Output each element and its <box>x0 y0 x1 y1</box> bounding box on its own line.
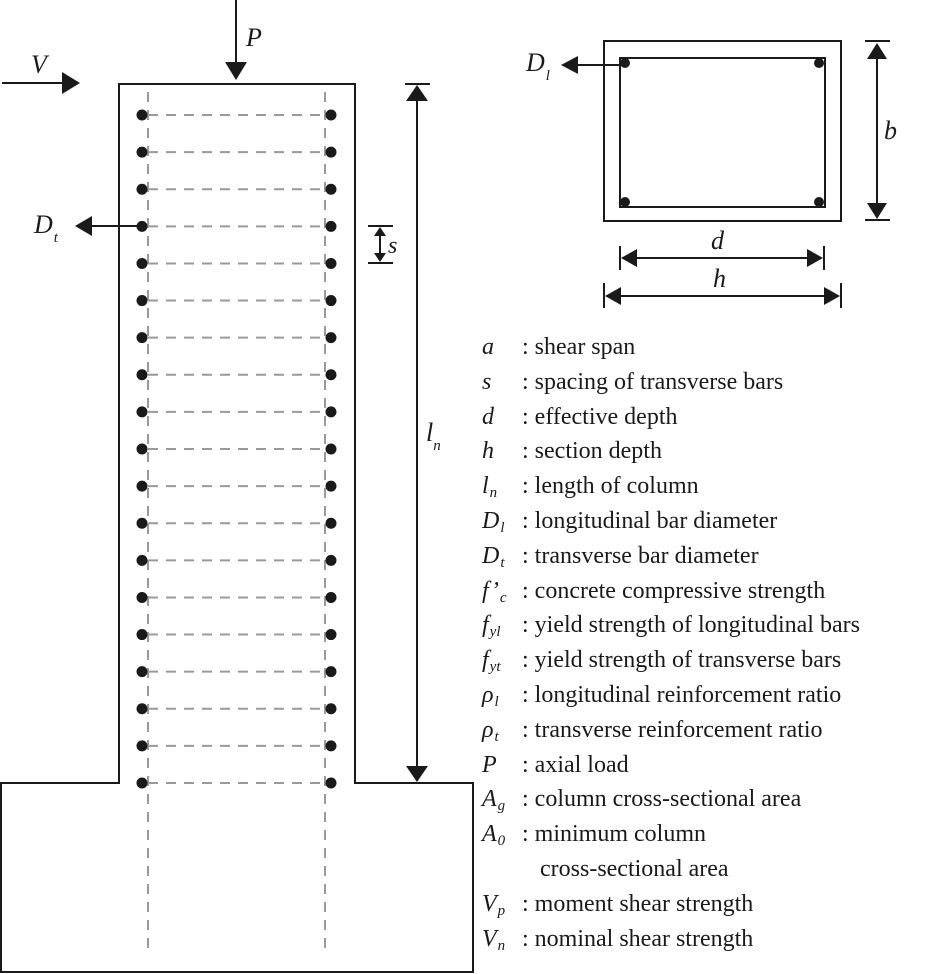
shear-load-arrow <box>2 72 80 94</box>
bar-dot <box>325 109 337 121</box>
legend-description: : shear span <box>522 334 636 360</box>
transverse-bar-label: Dt <box>33 210 59 246</box>
legend-description: : spacing of transverse bars <box>522 368 784 395</box>
section-depth-dimension <box>603 283 842 308</box>
legend-symbol: fyl <box>482 612 501 641</box>
legend-symbol: A0 <box>482 821 506 850</box>
legend-description: : axial load <box>522 751 629 778</box>
transverse-ties <box>136 109 337 789</box>
bar-dot <box>325 183 337 195</box>
bar-dot <box>136 554 148 566</box>
legend-symbol: ρt <box>482 716 499 745</box>
bar-dot <box>136 332 148 344</box>
spacing-dimension <box>368 225 393 264</box>
legend-description: : length of column <box>522 473 699 500</box>
legend-symbol: a <box>482 334 494 360</box>
legend-symbol: Vn <box>482 925 506 954</box>
bar-dot <box>325 666 337 678</box>
bar-dot <box>325 591 337 603</box>
legend-symbol: h <box>482 438 494 465</box>
effective-depth-label: d <box>711 226 725 255</box>
column-length-dimension <box>405 83 430 784</box>
legend-symbol: Ag <box>482 786 506 815</box>
corner-bar <box>620 58 630 68</box>
legend-symbol: d <box>482 403 494 430</box>
bar-dot <box>136 591 148 603</box>
column-length-label: ln <box>426 418 441 454</box>
longitudinal-bar-leader <box>561 56 625 74</box>
section-outer <box>603 40 842 222</box>
bar-dot <box>325 257 337 269</box>
bar-dot <box>325 295 337 307</box>
bar-dot <box>325 369 337 381</box>
legend-symbol: ln <box>482 473 498 502</box>
legend-symbol: Dl <box>482 507 505 536</box>
bar-dot <box>325 703 337 715</box>
bar-dot <box>136 183 148 195</box>
effective-depth-dimension <box>619 246 825 270</box>
bar-dot <box>136 517 148 529</box>
legend-description: : longitudinal reinforcement ratio <box>522 681 842 708</box>
bar-dot <box>325 777 337 789</box>
bar-dot <box>325 517 337 529</box>
section-width-dimension <box>865 40 890 221</box>
legend-symbol: Vp <box>482 890 506 919</box>
longitudinal-bar-label: Dl <box>525 48 550 84</box>
bar-dot <box>136 406 148 418</box>
bar-dot <box>136 666 148 678</box>
bar-dot <box>136 629 148 641</box>
legend-description: : yield strength of transverse bars <box>522 647 842 674</box>
bar-dot <box>136 146 148 158</box>
legend-symbol: ρl <box>482 681 499 710</box>
legend-description: cross-sectional area <box>540 855 729 882</box>
legend-description: : transverse reinforcement ratio <box>522 716 823 743</box>
shear-load-label: V <box>31 50 50 79</box>
bar-dot <box>325 554 337 566</box>
bar-dot <box>325 740 337 752</box>
bar-dot <box>136 257 148 269</box>
legend-symbol: f’c <box>482 577 507 606</box>
legend-description: : yield strength of longitudinal bars <box>522 612 860 639</box>
legend-description: : column cross-sectional area <box>522 786 802 813</box>
bar-dot <box>136 109 148 121</box>
axial-load-arrow <box>225 0 247 80</box>
bar-dot <box>325 332 337 344</box>
legend-description: : longitudinal bar diameter <box>522 507 778 534</box>
bar-dot <box>325 220 337 232</box>
legend-symbol: s <box>482 368 492 395</box>
bar-dot <box>136 369 148 381</box>
transverse-bar-leader <box>75 216 142 236</box>
section-width-label: b <box>884 116 897 145</box>
bar-dot <box>325 443 337 455</box>
axial-load-label: P <box>245 23 262 52</box>
legend-symbol: Dt <box>482 542 505 571</box>
legend-description: : section depth <box>522 438 662 465</box>
legend-description: : moment shear strength <box>522 890 754 917</box>
bar-dot <box>325 480 337 492</box>
bar-dot <box>325 146 337 158</box>
corner-bar <box>814 197 824 207</box>
bar-dot <box>136 295 148 307</box>
legend-description: : minimum column <box>522 821 706 848</box>
section-depth-label: h <box>713 264 726 293</box>
legend-description: : effective depth <box>522 403 678 430</box>
bar-dot <box>136 777 148 789</box>
bar-dot <box>136 443 148 455</box>
column-footing-outline <box>0 83 474 973</box>
legend-description: : concrete compressive strength <box>522 577 826 604</box>
legend-symbol: fyt <box>482 647 501 676</box>
bar-dot <box>325 406 337 418</box>
bar-dot <box>136 480 148 492</box>
bar-dot <box>136 740 148 752</box>
section-tie <box>619 57 826 208</box>
legend-symbol: P <box>482 751 497 778</box>
legend-description: : transverse bar diameter <box>522 542 759 569</box>
legend-description: : nominal shear strength <box>522 925 754 952</box>
corner-bar <box>814 58 824 68</box>
corner-bar <box>620 197 630 207</box>
bar-dot <box>136 703 148 715</box>
bar-dot <box>325 629 337 641</box>
spacing-label: s <box>388 233 397 259</box>
